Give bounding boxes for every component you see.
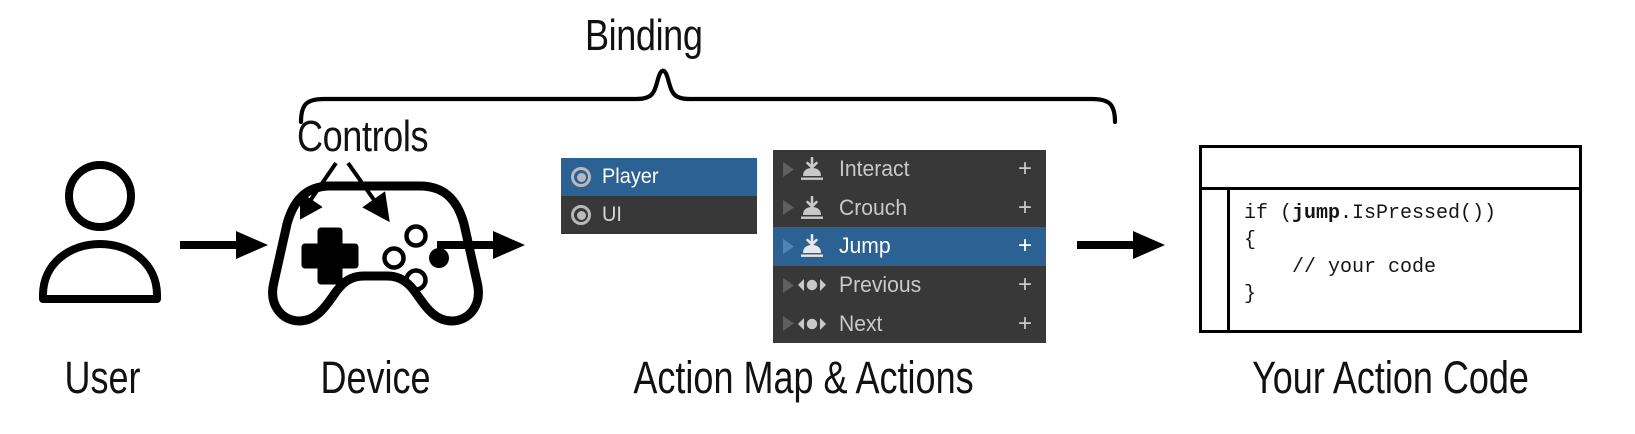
- gamepad-icon: [268, 181, 483, 326]
- button-action-icon: [797, 195, 827, 220]
- action-row-jump[interactable]: Jump +: [773, 227, 1046, 266]
- user-icon: [39, 161, 161, 303]
- action-label: Crouch: [839, 194, 908, 220]
- code-line-1-pre: if (: [1244, 202, 1293, 225]
- caption-device: Device: [320, 352, 431, 403]
- value-action-icon: [797, 316, 827, 332]
- code-editor[interactable]: if (jump.IsPressed()) { // your code }: [1230, 190, 1579, 330]
- action-row-crouch[interactable]: Crouch +: [773, 189, 1046, 228]
- add-binding-button[interactable]: +: [1017, 309, 1032, 337]
- code-window-titlebar: [1202, 148, 1579, 190]
- action-label: Next: [839, 310, 883, 336]
- code-line-4: }: [1244, 283, 1257, 306]
- action-map-row-ui[interactable]: UI: [561, 196, 757, 234]
- action-row-previous[interactable]: Previous +: [773, 266, 1046, 305]
- action-map-label: Player: [602, 165, 659, 188]
- chevron-right-icon[interactable]: [781, 238, 797, 255]
- code-window: if (jump.IsPressed()) { // your code }: [1199, 145, 1582, 333]
- code-line-3: // your code: [1244, 256, 1437, 279]
- action-map-row-player[interactable]: Player: [561, 158, 757, 196]
- action-row-interact[interactable]: Interact +: [773, 150, 1046, 189]
- add-binding-button[interactable]: +: [1017, 155, 1032, 183]
- actions-panel: Interact + Crouch +: [773, 150, 1046, 343]
- value-action-icon: [797, 277, 827, 293]
- caption-user: User: [64, 352, 141, 403]
- code-line-1: if (jump.IsPressed()): [1244, 202, 1496, 225]
- action-label: Interact: [839, 156, 910, 182]
- record-icon: [571, 167, 591, 187]
- chevron-right-icon[interactable]: [781, 315, 797, 332]
- button-action-icon: [797, 157, 827, 181]
- action-map-label: UI: [602, 203, 622, 226]
- record-icon: [571, 205, 591, 225]
- code-gutter: [1202, 190, 1230, 330]
- chevron-right-icon[interactable]: [781, 199, 797, 216]
- arrow-right-icon: [1077, 231, 1165, 259]
- add-binding-button[interactable]: +: [1017, 193, 1032, 221]
- code-window-body: if (jump.IsPressed()) { // your code }: [1202, 190, 1579, 330]
- arrow-right-icon: [180, 231, 268, 259]
- action-label: Jump: [839, 233, 891, 259]
- code-line-1-bold: jump: [1292, 202, 1341, 225]
- caption-action-code: Your Action Code: [1252, 352, 1529, 403]
- code-line-2: {: [1244, 229, 1257, 252]
- binding-label: Binding: [585, 11, 703, 60]
- chevron-right-icon[interactable]: [781, 277, 797, 294]
- action-label: Previous: [839, 272, 922, 298]
- caption-action-map: Action Map & Actions: [633, 352, 974, 403]
- add-binding-button[interactable]: +: [1017, 232, 1032, 260]
- code-line-1-post: .IsPressed()): [1340, 202, 1497, 225]
- curly-brace-icon: [298, 68, 1118, 124]
- arrow-right-icon: [437, 231, 525, 259]
- action-row-next[interactable]: Next +: [773, 304, 1046, 343]
- controls-label: Controls: [297, 112, 429, 161]
- add-binding-button[interactable]: +: [1017, 271, 1032, 299]
- chevron-right-icon[interactable]: [781, 161, 797, 178]
- button-action-icon: [797, 234, 827, 258]
- action-map-panel: Player UI: [561, 158, 757, 234]
